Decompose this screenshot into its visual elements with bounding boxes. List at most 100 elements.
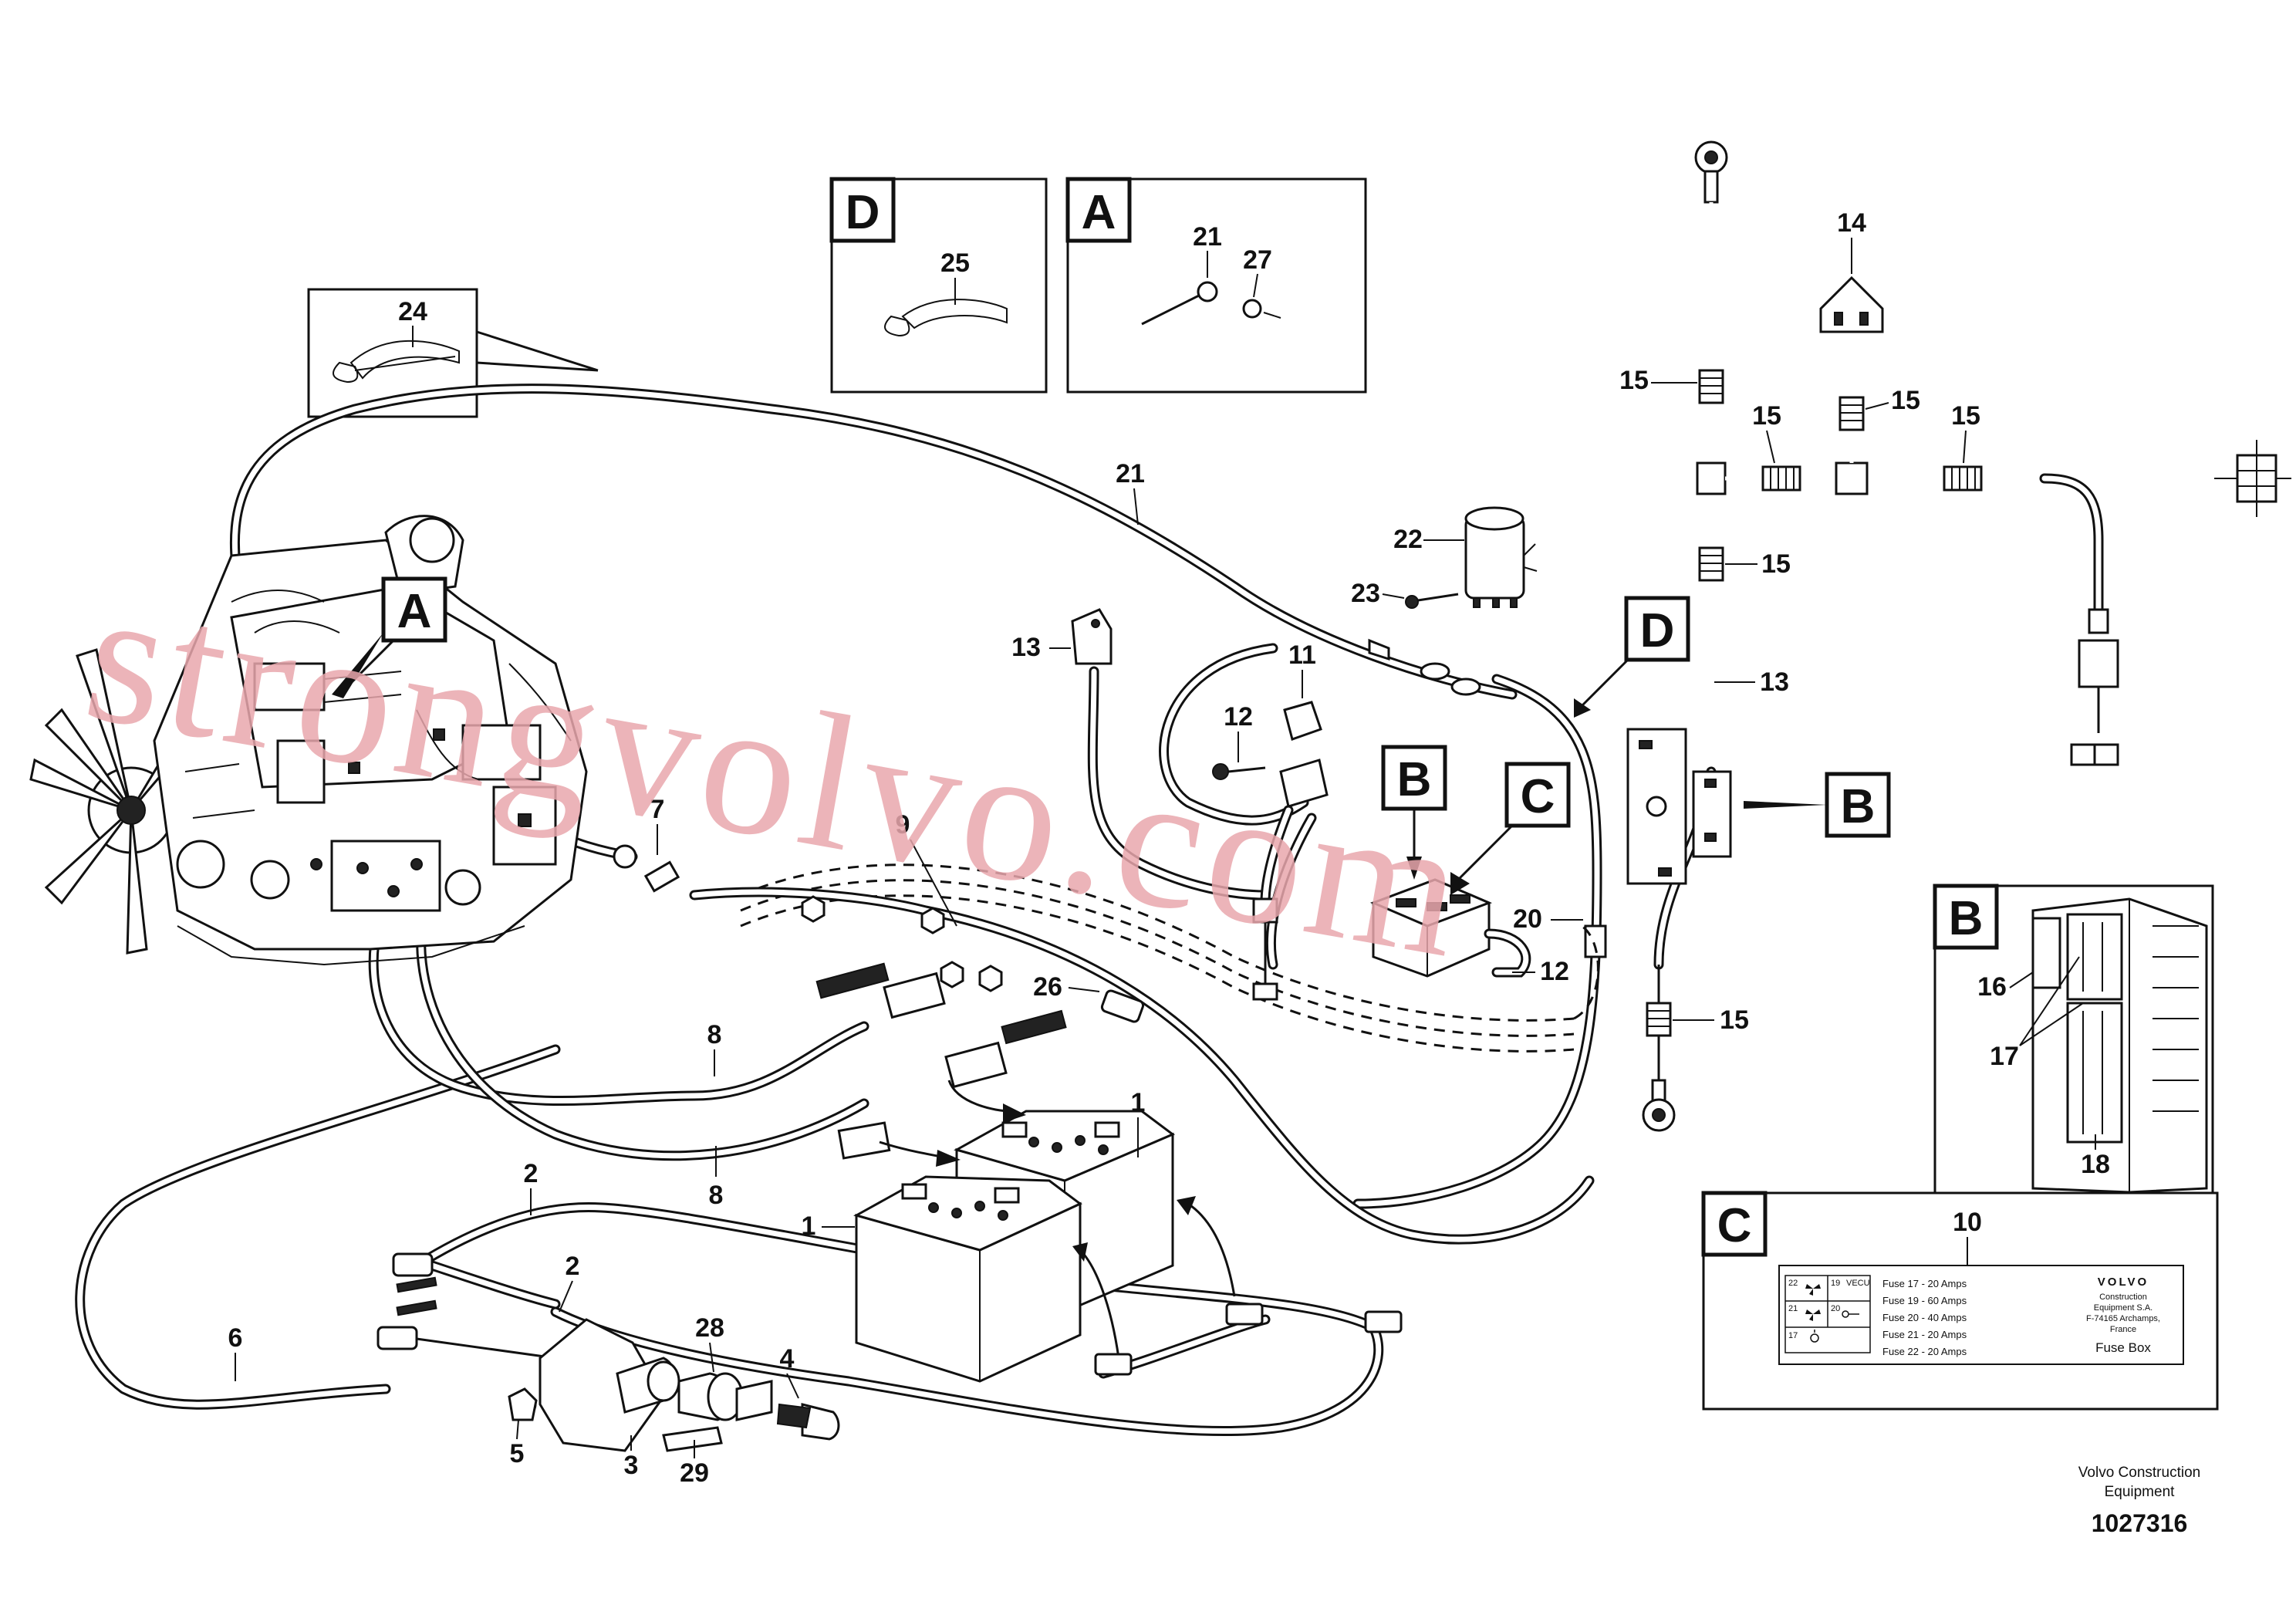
callout-29: 29 bbox=[680, 1458, 709, 1488]
company-line-1: Construction bbox=[2099, 1293, 2147, 1302]
fuse-slot-19: 19 bbox=[1831, 1279, 1840, 1288]
fuse-line-4: Fuse 21 - 20 Amps bbox=[1882, 1329, 1967, 1340]
callout-11: 11 bbox=[1288, 640, 1316, 670]
callout-9: 9 bbox=[896, 810, 910, 840]
callout-10: 10 bbox=[1953, 1208, 1982, 1237]
callout-25: 25 bbox=[940, 248, 970, 278]
footer-company-2: Equipment bbox=[2105, 1484, 2176, 1500]
detail-box-b-letter: B bbox=[1949, 892, 1984, 945]
fuse-vecu: VECU bbox=[1846, 1279, 1870, 1288]
svg-text:A: A bbox=[397, 585, 432, 638]
cable-12-loop bbox=[1159, 643, 1317, 970]
company-line-2: Equipment S.A. bbox=[2094, 1303, 2152, 1313]
fuse-slot-17: 17 bbox=[1788, 1331, 1798, 1340]
connector-26: 26 bbox=[1033, 972, 1145, 1023]
callout-16: 16 bbox=[1977, 972, 2007, 1002]
detail-box-a-letter: A bbox=[1082, 186, 1116, 239]
marker-b-harness: B bbox=[1744, 772, 1891, 838]
svg-text:B: B bbox=[1841, 780, 1876, 833]
detail-box-c-letter: C bbox=[1717, 1199, 1752, 1252]
fuse-box-title: Fuse Box bbox=[2095, 1340, 2151, 1355]
callout-28: 28 bbox=[695, 1313, 724, 1343]
marker-b: B bbox=[1381, 745, 1447, 880]
battery-front bbox=[853, 1175, 1082, 1383]
callout-2a: 2 bbox=[524, 1159, 539, 1188]
company-line-4: France bbox=[2110, 1325, 2136, 1334]
callout-20: 20 bbox=[1513, 904, 1542, 934]
callout-13a: 13 bbox=[1011, 633, 1041, 662]
callout-21: 21 bbox=[1116, 459, 1145, 488]
callout-3: 3 bbox=[624, 1451, 639, 1480]
fuse-box-insitu: 12 bbox=[1369, 878, 1569, 986]
callout-21-detail: 21 bbox=[1193, 222, 1222, 252]
battery-clamps bbox=[837, 972, 1403, 1376]
cable-21: 21 bbox=[230, 384, 1518, 700]
company-line-3: F-74165 Archamps, bbox=[2086, 1314, 2160, 1323]
engine bbox=[29, 515, 588, 966]
footer-company: Volvo Construction bbox=[2078, 1465, 2200, 1481]
callout-15c: 15 bbox=[1891, 386, 1920, 415]
callout-15d: 15 bbox=[1951, 401, 1980, 431]
callout-5: 5 bbox=[510, 1439, 525, 1468]
fuse-line-3: Fuse 20 - 40 Amps bbox=[1882, 1312, 1967, 1323]
dashed-harness bbox=[740, 863, 1599, 1053]
callout-1a: 1 bbox=[802, 1211, 816, 1241]
detail-box-d: D 25 bbox=[829, 177, 1048, 394]
callout-2b: 2 bbox=[566, 1252, 580, 1281]
svg-text:C: C bbox=[1521, 770, 1555, 823]
fuse-slot-20: 20 bbox=[1831, 1304, 1840, 1313]
marker-c: C bbox=[1450, 762, 1571, 895]
callout-4: 4 bbox=[780, 1344, 795, 1374]
callout-12b: 12 bbox=[1540, 957, 1569, 986]
callout-18: 18 bbox=[2081, 1150, 2110, 1179]
callout-8a: 8 bbox=[707, 1020, 722, 1049]
detail-box-cable-tie: 24 bbox=[307, 288, 599, 418]
callout-26: 26 bbox=[1033, 972, 1062, 1002]
document-number: 1027316 bbox=[2092, 1509, 2188, 1537]
detail-box-c: C 10 22 21 17 19 20 VECU Fuse 17 - 20 Am… bbox=[1701, 1191, 2219, 1411]
callout-15e: 15 bbox=[1761, 549, 1791, 579]
callout-8b: 8 bbox=[709, 1181, 724, 1210]
cable-8: 8 8 bbox=[368, 874, 869, 1210]
starter-solenoid: 28 4 5 3 29 bbox=[508, 1313, 840, 1488]
callout-15f: 15 bbox=[1720, 1005, 1749, 1035]
cable-9: 9 bbox=[689, 810, 1595, 1245]
fuse-line-5: Fuse 22 - 20 Amps bbox=[1882, 1346, 1967, 1357]
svg-text:B: B bbox=[1397, 753, 1432, 806]
detail-box-d-letter: D bbox=[846, 186, 880, 239]
lamp-icon bbox=[1810, 1330, 1819, 1343]
callout-22: 22 bbox=[1393, 525, 1423, 554]
callout-15b: 15 bbox=[1752, 401, 1781, 431]
callout-13b: 13 bbox=[1760, 667, 1789, 697]
callout-14: 14 bbox=[1837, 208, 1866, 238]
fuse-slot-22: 22 bbox=[1788, 1279, 1798, 1288]
callout-24: 24 bbox=[398, 297, 427, 326]
fuse-line-2: Fuse 19 - 60 Amps bbox=[1882, 1295, 1967, 1306]
callout-15a: 15 bbox=[1619, 366, 1649, 395]
harness-13: 14 B bbox=[1619, 140, 2291, 1132]
callout-12a: 12 bbox=[1224, 702, 1253, 732]
callout-23: 23 bbox=[1351, 579, 1380, 608]
volvo-brand: VOLVO bbox=[2098, 1276, 2149, 1289]
key-icon bbox=[1842, 1310, 1859, 1318]
marker-d: D bbox=[1574, 596, 1690, 718]
terminals-2: 2 bbox=[376, 1252, 580, 1360]
horn: 22 23 bbox=[1351, 506, 1538, 609]
callout-6: 6 bbox=[228, 1323, 243, 1353]
callout-17: 17 bbox=[1990, 1042, 2019, 1071]
callout-7: 7 bbox=[650, 795, 665, 824]
footer: Volvo Construction Equipment 1027316 bbox=[2078, 1465, 2200, 1537]
detail-box-a: A 21 27 bbox=[1065, 177, 1367, 394]
bolts bbox=[801, 895, 1067, 1045]
svg-text:D: D bbox=[1640, 604, 1675, 657]
cable-20: 20 bbox=[1352, 674, 1607, 1209]
cable-6: 6 bbox=[75, 1044, 561, 1410]
fuse-line-1: Fuse 17 - 20 Amps bbox=[1882, 1278, 1967, 1289]
marker-a: A bbox=[332, 576, 447, 698]
callout-1b: 1 bbox=[1131, 1088, 1146, 1117]
relay-area: 13 11 12 bbox=[1011, 608, 1329, 1001]
callout-27-detail: 27 bbox=[1243, 245, 1272, 275]
fan-icon bbox=[1805, 1284, 1821, 1321]
fuse-slot-21: 21 bbox=[1788, 1304, 1798, 1313]
